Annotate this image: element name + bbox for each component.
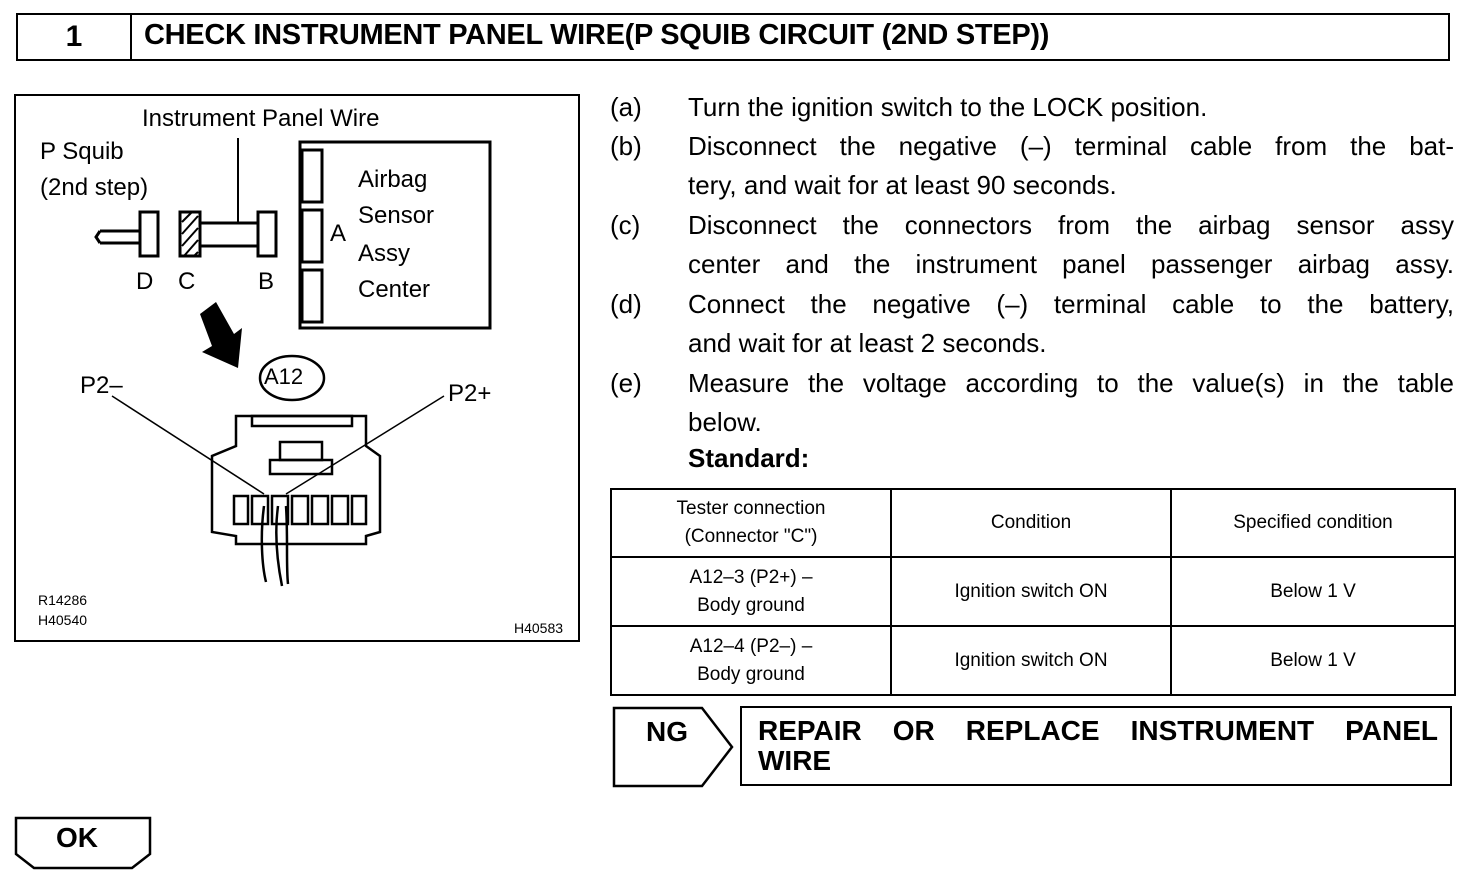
step-header: 1 CHECK INSTRUMENT PANEL WIRE(P SQUIB CI…	[16, 13, 1450, 61]
ng-flag: NG	[612, 706, 736, 788]
step-d: (d) Connect the negative (–) terminal ca…	[610, 285, 1456, 363]
step-text: Turn the ignition switch to the LOCK pos…	[688, 92, 1208, 122]
instrument-panel-wire-label: Instrument Panel Wire	[142, 105, 380, 132]
ok-flag: OK	[14, 816, 154, 870]
cell-tester-connection: A12–4 (P2–) –Body ground	[610, 625, 892, 696]
ng-arrow-shape	[612, 706, 734, 788]
spec-table: Tester connection(Connector "C") Conditi…	[610, 488, 1456, 696]
connector-illustration	[94, 138, 492, 587]
cell-specified-condition: Below 1 V	[1170, 625, 1456, 696]
ecu-label-3: Assy	[358, 240, 411, 267]
header-tester-connection: Tester connection(Connector "C")	[610, 488, 892, 558]
standard-label: Standard:	[688, 443, 810, 473]
p-squib-label: P Squib	[40, 138, 124, 165]
ok-arrow-shape	[14, 816, 152, 870]
step-title: CHECK INSTRUMENT PANEL WIRE(P SQUIB CIRC…	[144, 19, 1050, 51]
ecu-label-2: Sensor	[358, 202, 435, 229]
table-row: A12–3 (P2+) –Body ground Ignition switch…	[610, 556, 1456, 627]
step-c: (c) Disconnect the connectors from the a…	[610, 206, 1456, 284]
step-text-line1: Disconnect the connectors from the airba…	[688, 210, 1454, 240]
step-text-line1: Measure the voltage according to the val…	[688, 368, 1454, 398]
step-e: (e) Measure the voltage according to the…	[610, 364, 1456, 442]
terminal-minus-label: P2–	[80, 372, 123, 399]
table-header-row: Tester connection(Connector "C") Conditi…	[610, 488, 1456, 558]
connector-a-label: A	[330, 220, 347, 247]
ng-label: NG	[646, 716, 688, 747]
step-letter: (b)	[610, 131, 642, 161]
step-text-line1: Connect the negative (–) terminal cable …	[688, 289, 1454, 319]
step-text-line2: center and the instrument panel passenge…	[688, 249, 1454, 279]
step-text-line2: below.	[688, 407, 762, 437]
ng-action-line2: WIRE	[758, 745, 832, 776]
cell-tester-connection: A12–3 (P2+) –Body ground	[610, 556, 892, 627]
terminal-plus-label: P2+	[448, 380, 492, 407]
ng-action-text: REPAIR OR REPLACE INSTRUMENT PANEL WIRE	[758, 716, 1438, 776]
connector-b-label: B	[258, 268, 275, 295]
p-squib-step-label: (2nd step)	[40, 174, 149, 201]
step-text-line2: tery, and wait for at least 90 seconds.	[688, 170, 1117, 200]
ng-action-box: REPAIR OR REPLACE INSTRUMENT PANEL WIRE	[740, 706, 1452, 786]
ecu-label-1: Airbag	[358, 166, 428, 193]
header-condition: Condition	[890, 488, 1172, 558]
figure-ref-2: H40540	[38, 612, 88, 628]
connector-d-label: D	[136, 268, 154, 295]
ng-action-line1: REPAIR OR REPLACE INSTRUMENT PANEL	[758, 715, 1438, 746]
cell-condition: Ignition switch ON	[890, 625, 1172, 696]
step-letter: (e)	[610, 368, 642, 398]
header-specified-condition: Specified condition	[1170, 488, 1456, 558]
step-letter: (d)	[610, 289, 642, 319]
wiring-diagram: Instrument Panel Wire P Squib (2nd step)…	[14, 94, 580, 642]
table-row: A12–4 (P2–) –Body ground Ignition switch…	[610, 625, 1456, 696]
connector-id-label: A12	[264, 364, 304, 389]
step-b: (b) Disconnect the negative (–) terminal…	[610, 127, 1456, 205]
step-a: (a) Turn the ignition switch to the LOCK…	[610, 88, 1456, 127]
cell-specified-condition: Below 1 V	[1170, 556, 1456, 627]
figure-ref-3: H40583	[514, 620, 564, 636]
ok-label: OK	[56, 822, 98, 853]
cell-condition: Ignition switch ON	[890, 556, 1172, 627]
connector-c-label: C	[178, 268, 196, 295]
step-letter: (a)	[610, 92, 642, 122]
ecu-label-4: Center	[358, 276, 431, 303]
step-text-line2: and wait for at least 2 seconds.	[688, 328, 1047, 358]
step-text-line1: Disconnect the negative (–) terminal cab…	[688, 131, 1454, 161]
step-letter: (c)	[610, 210, 641, 240]
step-number: 1	[18, 15, 132, 59]
figure-ref-1: R14286	[38, 592, 88, 608]
